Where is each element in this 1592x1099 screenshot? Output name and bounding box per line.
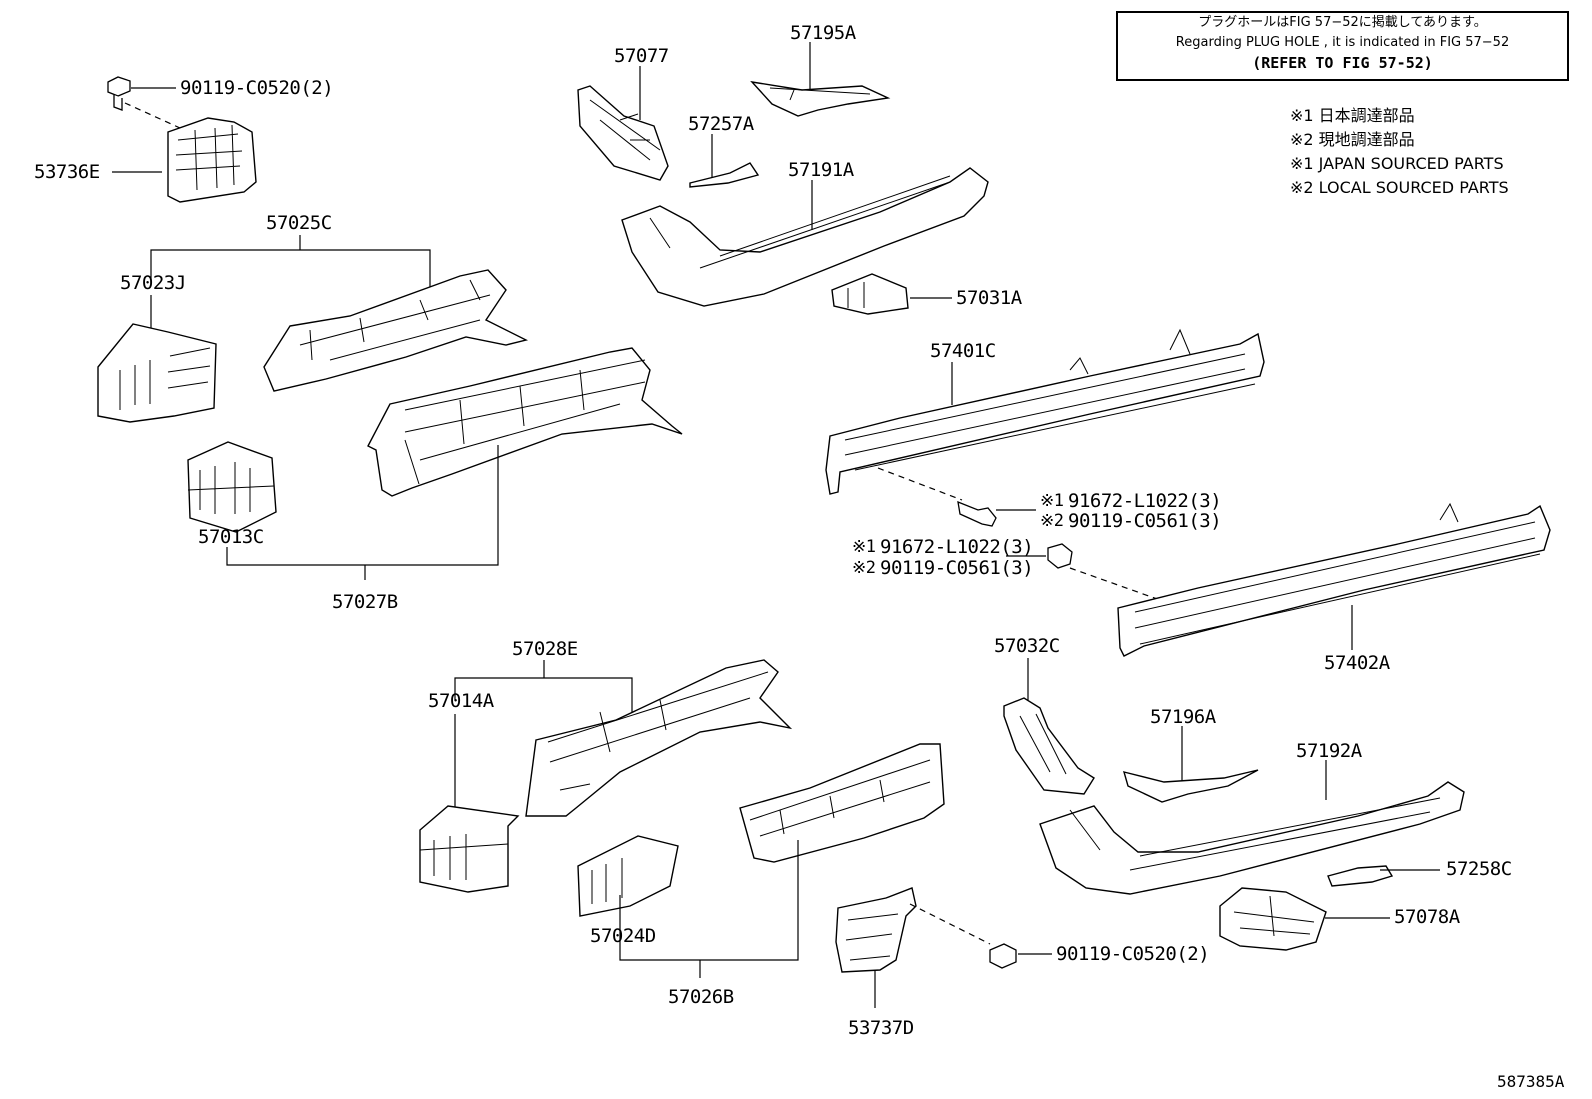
label-91672-l1022-a[interactable]: 91672-L1022(3) <box>1068 490 1222 512</box>
part-57192a-icon <box>1039 781 1465 895</box>
label-57195a[interactable]: 57195A <box>790 22 856 44</box>
label-91672-l1022-b[interactable]: 91672-L1022(3) <box>880 536 1034 558</box>
part-57025c-icon <box>263 269 529 392</box>
label-91672-a-mark: ※1 <box>1040 491 1064 511</box>
part-57195a-icon <box>750 80 891 117</box>
label-57025c[interactable]: 57025C <box>266 212 332 234</box>
part-57196a-icon <box>1122 769 1259 803</box>
reference-note-box: プラグホールはFIG 57−52に掲載してあります。 Regarding PLU… <box>1116 11 1569 81</box>
part-57401c-icon <box>825 328 1265 495</box>
note-reference: (REFER TO FIG 57-52) <box>1252 54 1433 72</box>
part-57023j-icon <box>97 323 217 423</box>
label-57027b[interactable]: 57027B <box>332 591 398 613</box>
part-53737d-icon <box>835 887 917 973</box>
label-57024d[interactable]: 57024D <box>590 925 656 947</box>
label-57191a[interactable]: 57191A <box>788 159 854 181</box>
label-57258c[interactable]: 57258C <box>1446 858 1512 880</box>
label-57013c[interactable]: 57013C <box>198 526 264 548</box>
part-57257a-icon <box>689 162 760 188</box>
part-57027b-icon <box>367 347 683 497</box>
label-57192a[interactable]: 57192A <box>1296 740 1362 762</box>
label-53736e[interactable]: 53736E <box>34 161 100 183</box>
part-57013c-icon <box>187 441 277 533</box>
note-japanese: プラグホールはFIG 57−52に掲載してあります。 <box>1198 15 1487 30</box>
label-57028e[interactable]: 57028E <box>512 638 578 660</box>
figure-number: 587385A <box>1497 1072 1565 1091</box>
label-57026b[interactable]: 57026B <box>668 986 734 1008</box>
legend-japanese-2: ※2 現地調達部品 <box>1290 130 1415 149</box>
part-57028e-icon <box>525 659 793 817</box>
part-57402a-icon <box>1117 502 1551 657</box>
legend-english-2: ※2 LOCAL SOURCED PARTS <box>1290 178 1509 197</box>
label-90119-c0561-b-mark: ※2 <box>852 558 876 578</box>
bolt-91672-a-icon <box>957 500 997 527</box>
sourcing-legend: ※1 日本調達部品 ※2 現地調達部品 ※1 JAPAN SOURCED PAR… <box>1290 104 1509 200</box>
label-90119-c0520-top[interactable]: 90119-C0520(2) <box>180 77 334 99</box>
label-57014a[interactable]: 57014A <box>428 690 494 712</box>
part-57078a-icon <box>1219 887 1327 951</box>
part-57258c-icon <box>1327 865 1394 887</box>
label-91672-b-mark: ※1 <box>852 537 876 557</box>
label-57402a[interactable]: 57402A <box>1324 652 1390 674</box>
label-90119-c0561-a[interactable]: 90119-C0561(3) <box>1068 510 1222 532</box>
bolt-90119-c0520-bottom-icon <box>989 943 1017 969</box>
note-english: Regarding PLUG HOLE , it is indicated in… <box>1175 35 1510 50</box>
label-90119-c0520-bottom[interactable]: 90119-C0520(2) <box>1056 943 1210 965</box>
bolt-90119-c0520-top-icon <box>107 76 131 111</box>
label-57031a[interactable]: 57031A <box>956 287 1022 309</box>
part-57191a-icon <box>621 167 989 307</box>
part-57026b-icon <box>739 743 945 863</box>
legend-japanese-1: ※1 日本調達部品 <box>1290 106 1415 125</box>
bolt-91672-b-icon <box>1047 543 1073 569</box>
legend-english-1: ※1 JAPAN SOURCED PARTS <box>1290 154 1504 173</box>
label-57401c[interactable]: 57401C <box>930 340 996 362</box>
label-57196a[interactable]: 57196A <box>1150 706 1216 728</box>
label-57078a[interactable]: 57078A <box>1394 906 1460 928</box>
part-53736e-icon <box>167 117 257 203</box>
label-53737d[interactable]: 53737D <box>848 1017 914 1039</box>
label-57257a[interactable]: 57257A <box>688 113 754 135</box>
label-57032c[interactable]: 57032C <box>994 635 1060 657</box>
label-90119-c0561-a-mark: ※2 <box>1040 511 1064 531</box>
label-57023j[interactable]: 57023J <box>120 272 186 294</box>
part-57032c-icon <box>1003 697 1095 795</box>
part-57077-icon <box>577 85 669 181</box>
label-90119-c0561-b[interactable]: 90119-C0561(3) <box>880 557 1034 579</box>
part-57014a-icon <box>419 805 520 893</box>
part-57031a-icon <box>831 273 909 315</box>
label-57077[interactable]: 57077 <box>614 45 669 67</box>
part-57024d-icon <box>577 835 679 917</box>
